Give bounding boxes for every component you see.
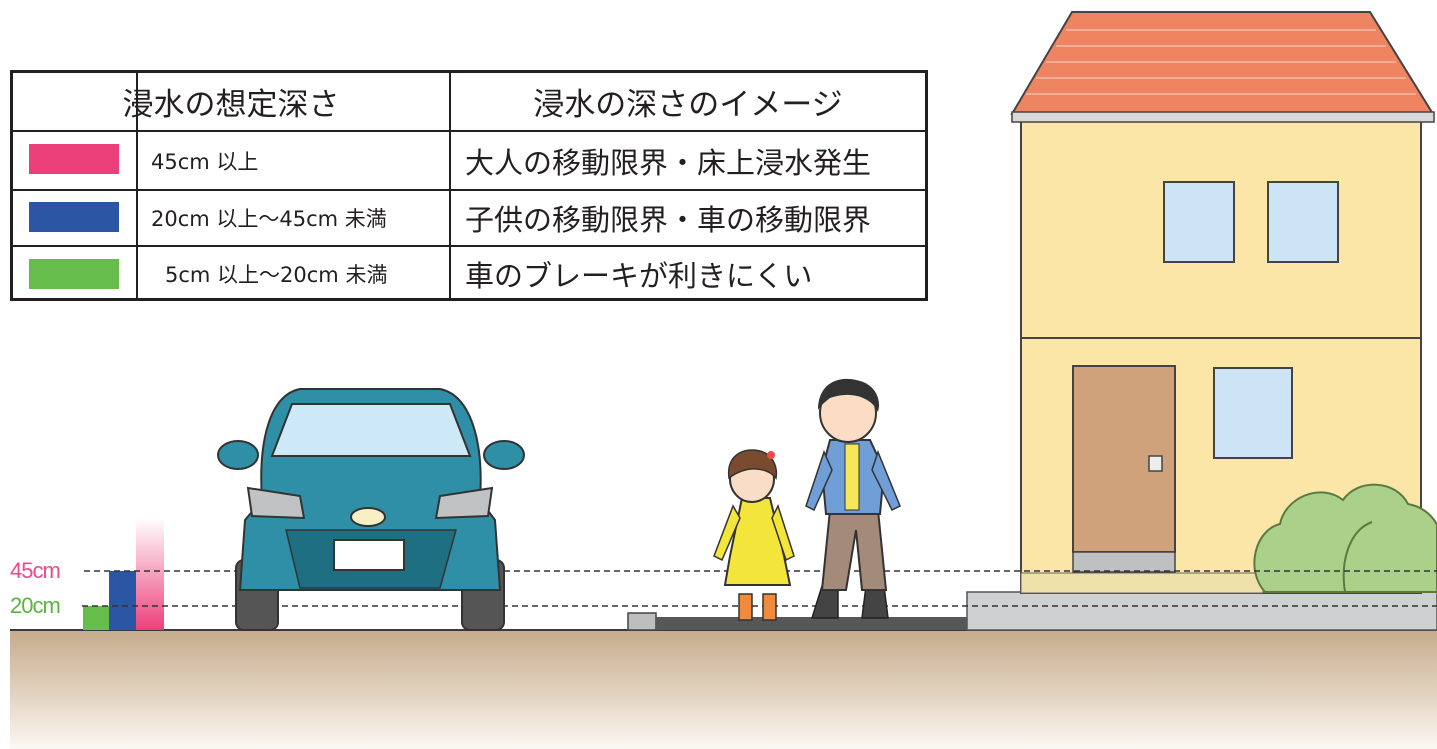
- flood-depth-gauge: [83, 518, 164, 630]
- level-label-45cm: 45cm: [10, 558, 61, 583]
- car-headlight: [434, 486, 494, 520]
- legend-swatch-20cm: [29, 202, 119, 232]
- adult-figure: [805, 378, 901, 619]
- legend-depth-row3: 5cm 以上～20cm 未満: [165, 263, 388, 287]
- legend-header-image: 浸水の深さのイメージ: [533, 87, 843, 123]
- legend-description-row2: 子供の移動限界・車の移動限界: [465, 203, 872, 237]
- legend-divider: [449, 73, 451, 298]
- car-windshield: [270, 403, 472, 457]
- legend-depth-row1: 45cm 以上: [151, 149, 259, 174]
- legend-description-row1: 大人の移動限界・床上浸水発生: [465, 145, 872, 180]
- legend-table: 浸水の想定深さ 浸水の深さのイメージ 45cm 以上 大人の移動限界・床上浸水発…: [10, 70, 928, 301]
- car: [217, 388, 525, 631]
- legend-divider: [13, 130, 925, 132]
- legend-swatch-45cm: [29, 144, 119, 174]
- sidewalk: [627, 591, 1437, 631]
- ground: [10, 630, 1437, 749]
- gauge-bar-5cm: [83, 606, 109, 630]
- level-label-20cm: 20cm: [10, 593, 61, 618]
- gauge-bar-45cm: [136, 518, 164, 630]
- legend-divider: [13, 189, 925, 191]
- house-window: [1163, 181, 1235, 263]
- legend-header-depth: 浸水の想定深さ: [122, 87, 340, 123]
- legend-divider: [136, 73, 138, 298]
- child-figure: [713, 449, 795, 621]
- gauge-bar-20cm: [109, 571, 136, 630]
- legend-description-row3: 車のブレーキが利きにくい: [465, 259, 813, 293]
- legend-swatch-5cm: [29, 259, 119, 289]
- house-window: [1267, 181, 1339, 263]
- legend-depth-row2: 20cm 以上～45cm 未満: [151, 207, 387, 231]
- bushes: [1253, 483, 1437, 593]
- car-headlight: [246, 486, 306, 520]
- car-license-plate: [333, 539, 405, 571]
- house-window: [1213, 367, 1293, 459]
- legend-divider: [13, 245, 925, 247]
